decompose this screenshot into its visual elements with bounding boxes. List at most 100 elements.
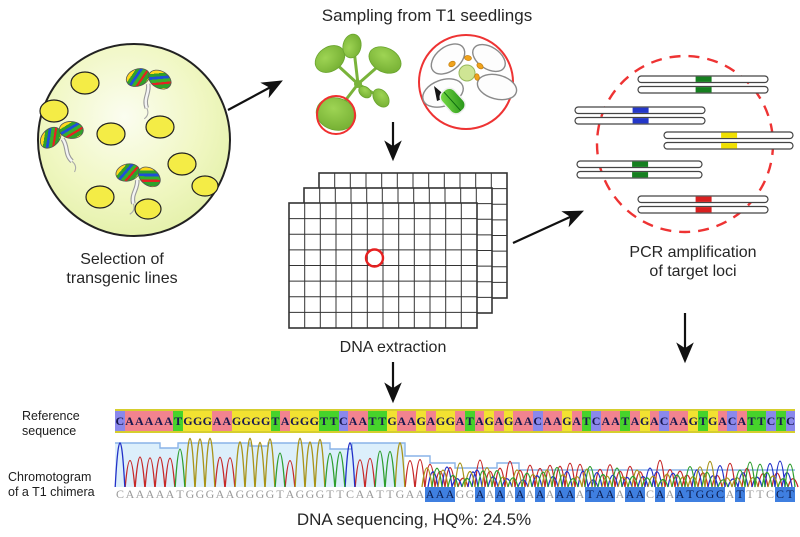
reference-base: A [212, 411, 222, 431]
reference-base: A [649, 411, 660, 431]
reference-base: C [659, 411, 669, 431]
reference-base: A [153, 411, 164, 431]
sequencing-caption: DNA sequencing, HQ%: 24.5% [296, 510, 532, 529]
reference-base: G [416, 411, 426, 431]
called-base: T [585, 487, 595, 502]
reference-base: T [756, 411, 767, 431]
called-base: A [365, 487, 375, 501]
called-base: A [635, 487, 645, 502]
target-locus-band [695, 76, 712, 82]
reference-base: A [144, 411, 154, 431]
called-base: A [215, 487, 225, 501]
called-base: G [455, 487, 465, 501]
chromatogram-label-line2: of a T1 chimera [8, 485, 95, 499]
called-base: A [445, 487, 455, 502]
pcr-caption: PCR amplification of target loci [629, 243, 756, 281]
reference-base: A [134, 411, 145, 431]
reference-base: T [319, 411, 329, 431]
reference-base: T [328, 411, 339, 431]
reference-base: A [124, 411, 135, 431]
target-locus-band [695, 207, 712, 213]
reference-base: A [406, 411, 417, 431]
reference-base: T [270, 411, 281, 431]
called-base: C [115, 487, 124, 501]
target-locus-band [695, 196, 712, 202]
reference-base: G [484, 411, 495, 431]
silique [439, 87, 466, 115]
target-locus-band [721, 143, 738, 149]
called-base: T [276, 487, 284, 501]
chromatogram-label-line1: Chromotogram [8, 470, 92, 484]
reference-base: G [260, 411, 271, 431]
called-base: T [756, 487, 764, 501]
reference-base: T [581, 411, 592, 431]
called-base: A [605, 487, 615, 502]
reference-base: G [309, 411, 320, 431]
sampled-leaf-circle [316, 95, 356, 135]
reference-base: G [241, 411, 252, 431]
trace-G [184, 437, 779, 488]
rosette-plant [314, 33, 402, 135]
called-base: G [295, 487, 305, 501]
sampling-title: Sampling from T1 seedlings [321, 6, 533, 25]
called-base: A [485, 487, 495, 501]
called-base: A [405, 487, 415, 501]
reference-base: A [494, 411, 504, 431]
reference-label-line1: Reference [22, 409, 80, 423]
reference-base: T [377, 411, 388, 431]
reference-base: A [600, 411, 611, 431]
reference-base: G [192, 411, 203, 431]
reference-base: A [396, 411, 407, 431]
reference-base: G [445, 411, 456, 431]
reference-base: A [571, 411, 582, 431]
called-base: A [565, 487, 575, 502]
trace-A [124, 456, 799, 488]
reference-base: A [426, 411, 436, 431]
reference-base: A [348, 411, 358, 431]
target-locus-band [695, 87, 712, 93]
reference-base: A [610, 411, 621, 431]
called-base: G [255, 487, 265, 501]
chromatogram-traces [114, 437, 799, 488]
called-base: A [145, 487, 155, 501]
reference-base: G [562, 411, 572, 431]
reference-base: A [668, 411, 679, 431]
quality-fill [115, 443, 405, 487]
called-base: T [326, 487, 334, 501]
reference-base: C [532, 411, 543, 431]
well-grid [289, 203, 477, 328]
called-base: T [746, 487, 754, 501]
reference-base: A [474, 411, 485, 431]
reference-base: T [367, 411, 378, 431]
called-base: A [595, 487, 605, 502]
called-base: A [545, 487, 555, 501]
called-base: A [575, 487, 585, 501]
reference-base: A [717, 411, 728, 431]
called-base: A [625, 487, 635, 502]
called-base: G [195, 487, 205, 501]
reference-base: A [163, 411, 174, 431]
reference-base: G [387, 411, 397, 431]
flower-center [458, 64, 476, 82]
reference-base: A [523, 411, 533, 431]
called-base: G [695, 487, 705, 502]
called-base: A [475, 487, 485, 502]
called-base: G [245, 487, 255, 501]
reference-base: A [552, 411, 563, 431]
quality-line [115, 442, 795, 471]
reference-base: C [785, 411, 796, 431]
flower [418, 34, 518, 130]
called-base: T [735, 487, 745, 502]
reference-base: G [435, 411, 446, 431]
called-base: A [535, 487, 545, 502]
reference-base: T [698, 411, 708, 431]
called-base: G [305, 487, 315, 501]
petri-dish [33, 43, 231, 237]
called-base: A [555, 487, 565, 502]
called-base: T [176, 487, 184, 501]
called-base: G [235, 487, 245, 501]
reference-base: T [746, 411, 757, 431]
